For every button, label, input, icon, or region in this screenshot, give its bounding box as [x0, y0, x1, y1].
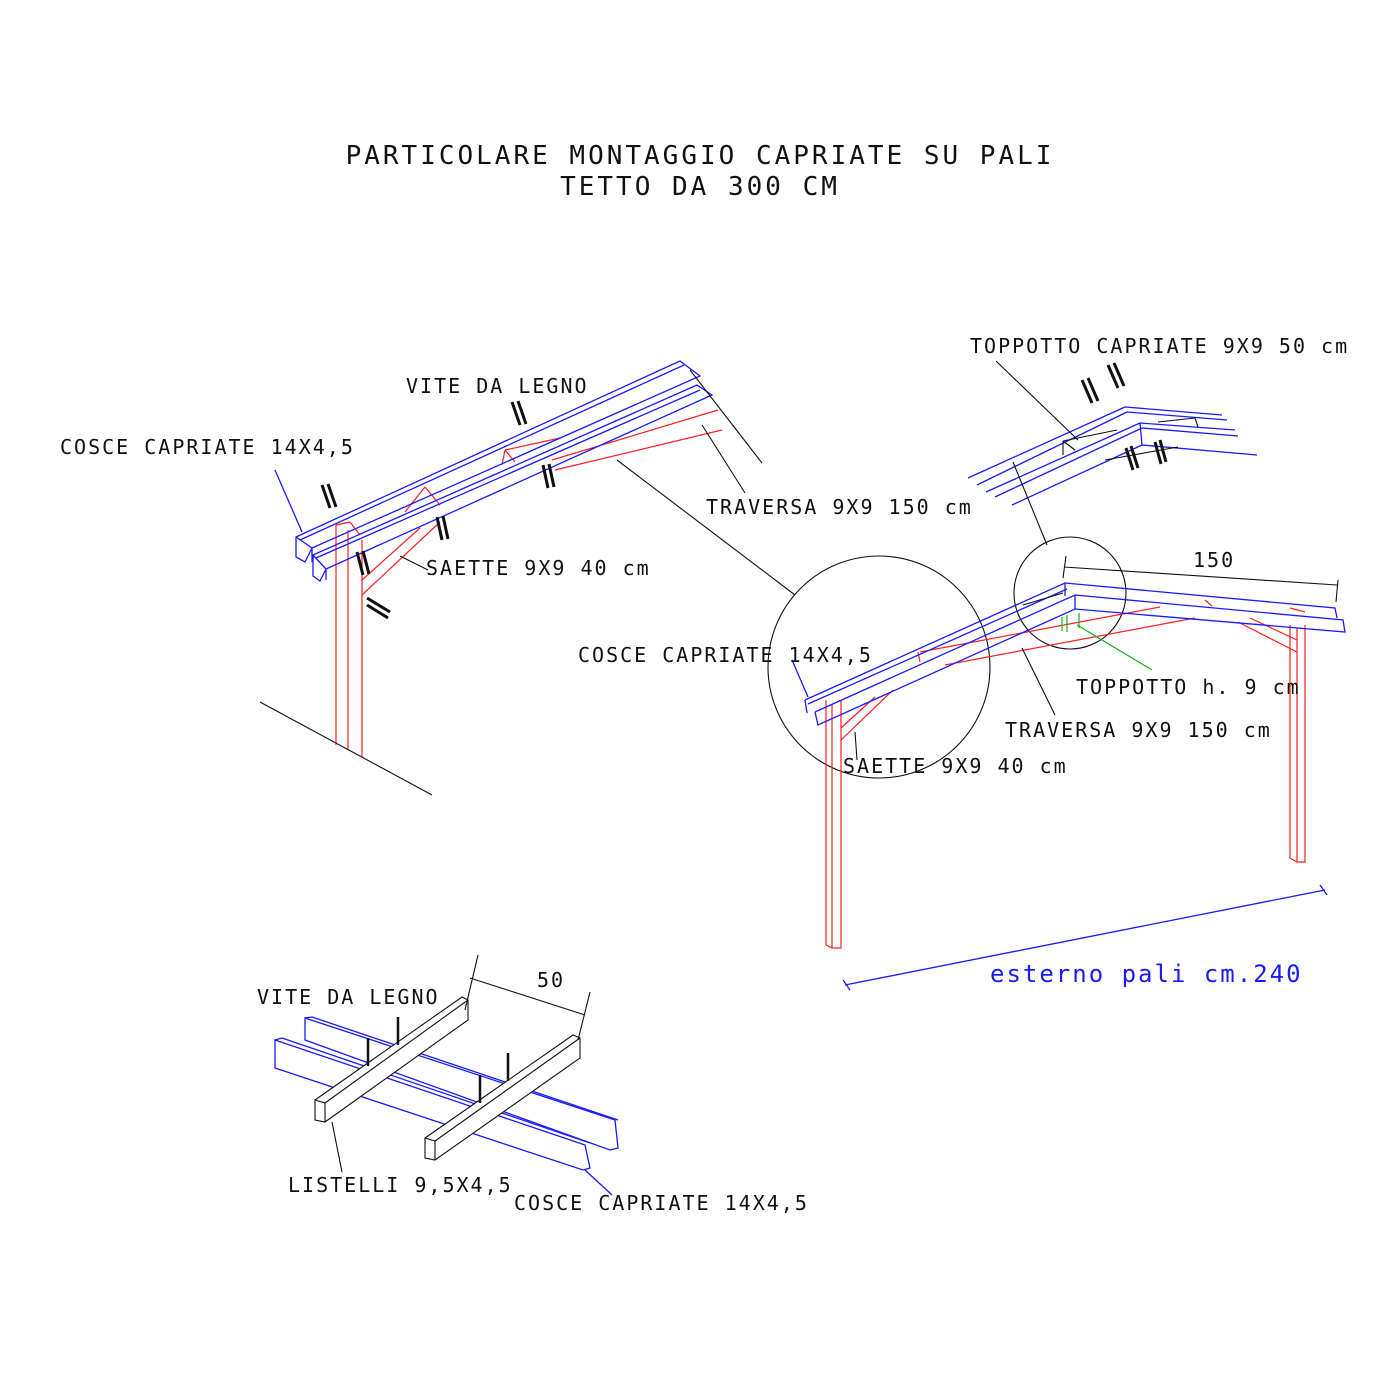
- label-toppotto-capriate: TOPPOTTO CAPRIATE 9X9 50 cm: [970, 334, 1349, 358]
- label-saette-left: SAETTE 9X9 40 cm: [426, 556, 651, 580]
- title-line2: TETTO DA 300 CM: [560, 172, 840, 202]
- left-post: [335, 409, 723, 757]
- label-cosce-left: COSCE CAPRIATE 14X4,5: [60, 435, 355, 459]
- listelli-detail: VITE DA LEGNO 50 LISTELLI 9,5X4,5 COSCE …: [257, 954, 809, 1215]
- label-saette-main: SAETTE 9X9 40 cm: [843, 754, 1068, 778]
- main-rafters: [804, 582, 1346, 726]
- label-traversa-main: TRAVERSA 9X9 150 cm: [1005, 718, 1272, 742]
- label-cosce-main: COSCE CAPRIATE 14X4,5: [578, 643, 873, 667]
- label-vite-bottom: VITE DA LEGNO: [257, 985, 440, 1009]
- dimension-50: 50: [537, 968, 565, 992]
- main-posts: [825, 599, 1306, 949]
- esterno-pali-dimension: [842, 884, 1328, 991]
- main-leaders: [854, 555, 1339, 761]
- dimension-150: 150: [1193, 548, 1235, 572]
- title-line1: PARTICOLARE MONTAGGIO CAPRIATE SU PALI: [346, 141, 1055, 171]
- left-rafters: [295, 360, 714, 582]
- label-traversa-left: TRAVERSA 9X9 150 cm: [706, 495, 973, 519]
- left-truss-detail: VITE DA LEGNO COSCE CAPRIATE 14X4,5 TRAV…: [60, 360, 973, 796]
- cosce-leader-left: [274, 469, 303, 533]
- toppotto-detail: TOPPOTTO CAPRIATE 9X9 50 cm: [967, 334, 1349, 546]
- detail-circle-small: [1013, 536, 1127, 650]
- label-toppotto: TOPPOTTO h. 9 cm: [1076, 675, 1301, 699]
- toppotto-block: [1061, 613, 1153, 671]
- label-vite-left: VITE DA LEGNO: [406, 374, 589, 398]
- detail-circle-large: [767, 555, 991, 779]
- main-structure-view: 150 COSCE CAPRIATE 14X4,5 TOPPOTTO h. 9 …: [578, 536, 1346, 991]
- label-cosce-bottom: COSCE CAPRIATE 14X4,5: [514, 1191, 809, 1215]
- label-esterno-pali: esterno pali cm.240: [990, 960, 1303, 988]
- left-leaders: [259, 369, 796, 796]
- label-listelli: LISTELLI 9,5X4,5: [288, 1173, 513, 1197]
